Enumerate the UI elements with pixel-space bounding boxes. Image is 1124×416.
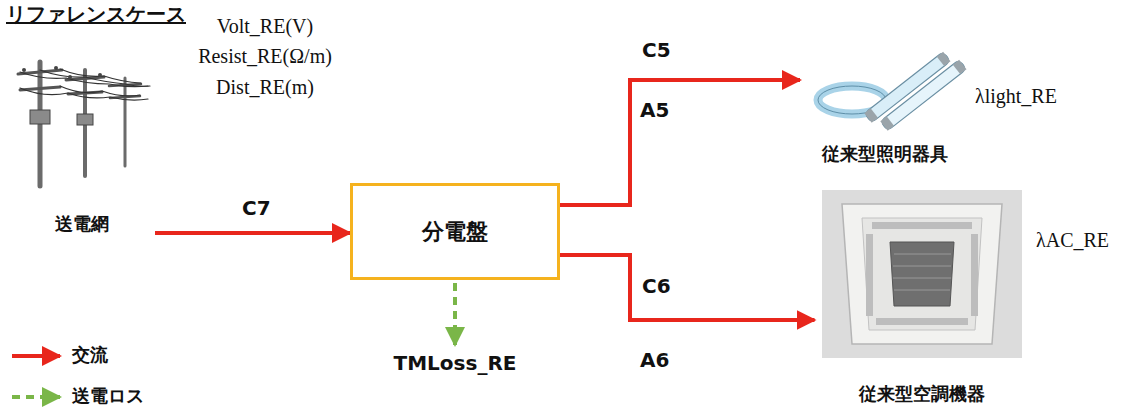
diagram-title: リファレンスケース bbox=[6, 2, 186, 26]
ac-power-arrow bbox=[155, 231, 350, 235]
legend-label: 送電ロス bbox=[72, 385, 144, 407]
resistance-param: Resist_RE(Ω/m) bbox=[198, 44, 332, 68]
node-label: 従来型照明器具 bbox=[822, 142, 948, 166]
current-label: C7 bbox=[240, 196, 273, 220]
node-label: 従来型空調機器 bbox=[859, 382, 985, 406]
power-grid-illustration bbox=[18, 62, 150, 186]
distance-param: Dist_RE(m) bbox=[216, 75, 314, 99]
ac-power-arrow bbox=[560, 80, 800, 205]
node-label: 送電網 bbox=[55, 212, 109, 236]
legend-label: 交流 bbox=[72, 344, 108, 366]
power-grid-node: 送電網 bbox=[9, 50, 155, 240]
current-label: A6 bbox=[640, 348, 669, 372]
current-label: C6 bbox=[640, 274, 673, 298]
legend-loss-sample bbox=[12, 395, 60, 399]
ac-power-arrow bbox=[560, 255, 815, 320]
node-label: 分電盤 bbox=[422, 217, 488, 247]
legend-ac-sample bbox=[12, 354, 60, 358]
lighting-illustration bbox=[818, 52, 966, 131]
distribution-board-box: 分電盤 bbox=[350, 183, 560, 280]
voltage-param: Volt_RE(V) bbox=[217, 14, 313, 38]
current-label: C5 bbox=[640, 38, 673, 62]
current-label: A5 bbox=[640, 98, 669, 122]
node-label: TMLoss_RE bbox=[394, 351, 517, 375]
air-conditioner-node: 従来型空調機器 bbox=[815, 185, 1030, 410]
load-factor-label: λAC_RE bbox=[1036, 228, 1109, 252]
air-conditioner-illustration bbox=[822, 190, 1022, 358]
load-factor-label: λlight_RE bbox=[975, 84, 1057, 108]
loss-node: TMLoss_RE bbox=[386, 346, 525, 380]
lighting-node: 従来型照明器具 bbox=[800, 30, 970, 170]
transmission-loss-arrow bbox=[453, 283, 457, 345]
